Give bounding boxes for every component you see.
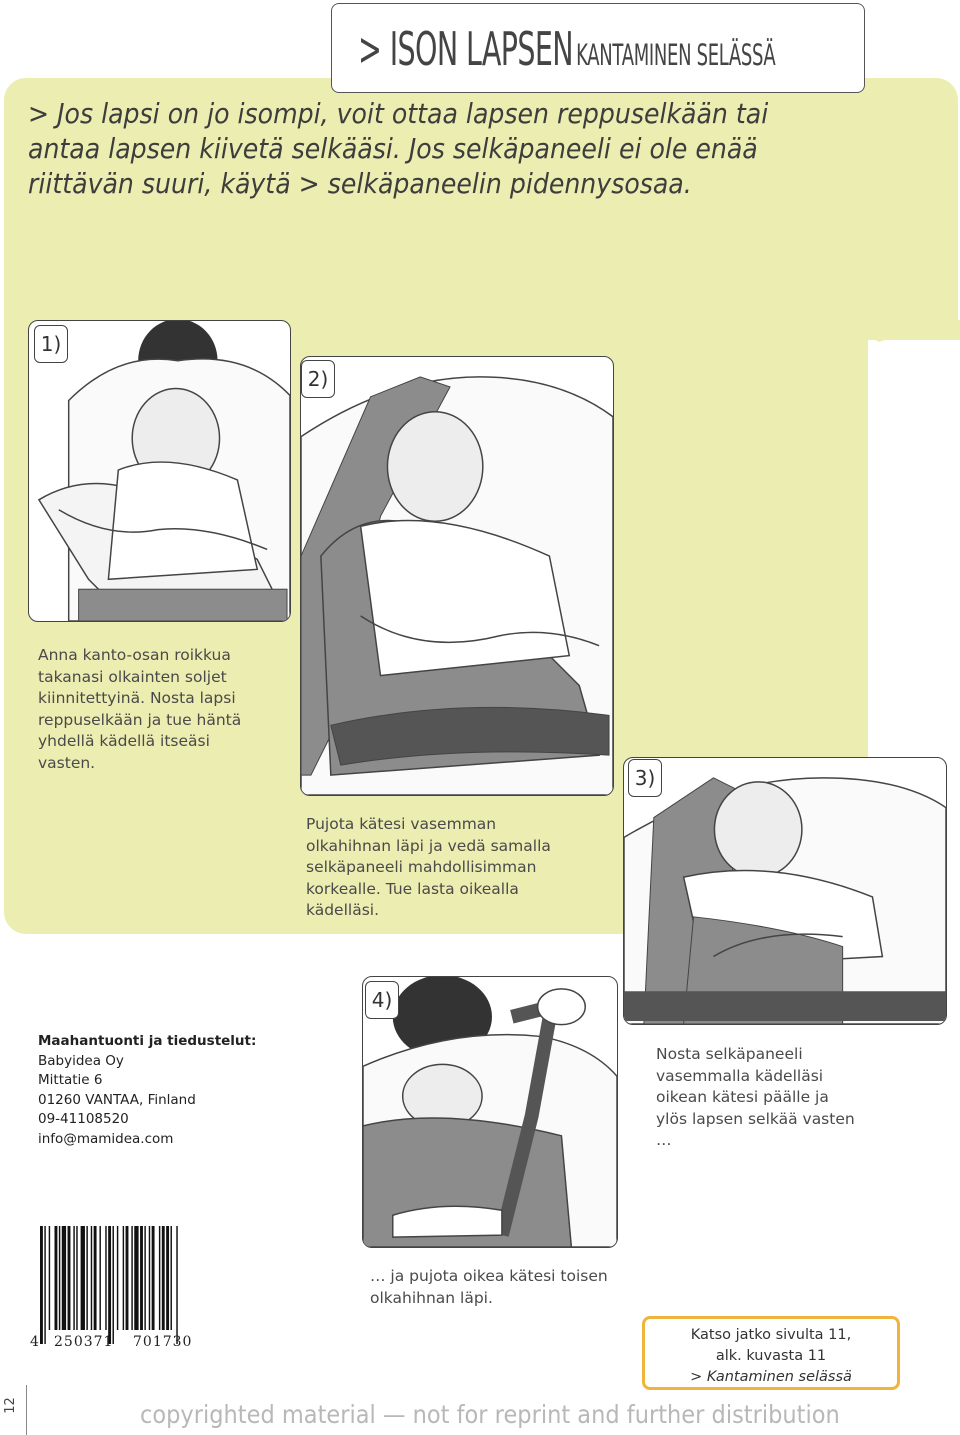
barcode-bar [161, 1226, 165, 1330]
barcode [30, 1226, 220, 1352]
contact-info: Maahantuonti ja tiedustelut: Babyidea Oy… [38, 1032, 256, 1149]
barcode-bar [158, 1226, 161, 1330]
barcode-bar [76, 1226, 78, 1330]
barcode-bar [131, 1226, 133, 1330]
barcode-bar [67, 1226, 71, 1330]
step-1-illustration [28, 320, 291, 622]
barcode-bar [122, 1226, 125, 1330]
barcode-bar [166, 1226, 170, 1330]
page-title: > ISON LAPSEN KANTAMINEN SELÄSSÄ [358, 22, 776, 76]
contact-line: Mittatie 6 [38, 1072, 103, 1088]
continue-note-line: alk. kuvasta 11 [715, 1348, 827, 1364]
barcode-digit-first: 4 [30, 1334, 39, 1350]
step-2-illustration [300, 356, 614, 796]
intro-text: > Jos lapsi on jo isompi, voit ottaa lap… [28, 97, 769, 200]
continue-note: Katso jatko sivulta 11, alk. kuvasta 11 … [642, 1316, 900, 1390]
barcode-bar [58, 1226, 61, 1330]
barcode-bar [93, 1226, 97, 1330]
barcode-bar [108, 1226, 112, 1344]
barcode-bar [40, 1226, 43, 1344]
barcode-bar [134, 1226, 139, 1330]
barcode-bar [54, 1226, 58, 1330]
page-title-main: > ISON LAPSEN [358, 22, 574, 76]
barcode-bar [44, 1226, 46, 1344]
step-2-number: 2) [301, 360, 335, 398]
barcode-bars [40, 1226, 178, 1344]
step-4-caption: … ja pujota oikea kätesi toisen olkahihn… [370, 1267, 608, 1307]
barcode-digits-group2: 701730 [133, 1334, 193, 1350]
continue-note-link: > Kantaminen selässä [690, 1369, 852, 1385]
step-3-caption: Nosta selkäpaneeli vasemmalla kädelläsi … [656, 1045, 855, 1149]
step-3-drawing [624, 777, 946, 1024]
barcode-bar [116, 1226, 119, 1330]
contact-heading: Maahantuonti ja tiedustelut: [38, 1033, 257, 1049]
barcode-bar [90, 1226, 93, 1330]
contact-email: info@mamidea.com [38, 1130, 174, 1147]
step-1-drawing [37, 321, 290, 621]
page-number: 12 [2, 1397, 18, 1414]
barcode-bar [112, 1226, 114, 1344]
info-panel [4, 78, 958, 340]
barcode-bar [99, 1226, 101, 1330]
title-box [331, 3, 865, 93]
barcode-digits-group1: 250371 [54, 1334, 114, 1350]
barcode-bar [140, 1226, 143, 1330]
page-title-sub: KANTAMINEN SELÄSSÄ [576, 38, 776, 72]
step-1-number: 1) [34, 325, 68, 363]
barcode-bar [80, 1226, 85, 1330]
continue-note-line: Katso jatko sivulta 11, [690, 1327, 852, 1343]
barcode-bar [61, 1226, 67, 1330]
page-margin-line [26, 1385, 27, 1435]
barcode-bar [176, 1226, 178, 1344]
step-2-drawing [301, 376, 613, 795]
step-1-caption: Anna kanto-osan roikkua takanasi olkaint… [38, 646, 242, 772]
contact-line: 09-41108520 [38, 1111, 129, 1127]
barcode-bar [48, 1226, 51, 1330]
contact-line: Babyidea Oy [38, 1052, 124, 1069]
barcode-bar [125, 1226, 129, 1330]
barcode-bar [105, 1226, 107, 1330]
barcode-bar [170, 1226, 172, 1330]
step-4-illustration [362, 976, 618, 1248]
step-3-illustration [623, 757, 947, 1025]
step-4-drawing [363, 977, 617, 1247]
step-4-number: 4) [365, 981, 399, 1019]
step-2-caption: Pujota kätesi vasemman olkahihnan läpi j… [306, 815, 551, 919]
copyright-watermark: copyrighted material — not for reprint a… [140, 1400, 840, 1429]
step-3-number: 3) [628, 759, 662, 797]
barcode-bar [148, 1226, 151, 1330]
barcode-bar [151, 1226, 155, 1330]
barcode-bar [73, 1226, 75, 1330]
barcode-bar [144, 1226, 146, 1330]
contact-line: 01260 VANTAA, Finland [38, 1091, 196, 1108]
barcode-bar [86, 1226, 88, 1330]
